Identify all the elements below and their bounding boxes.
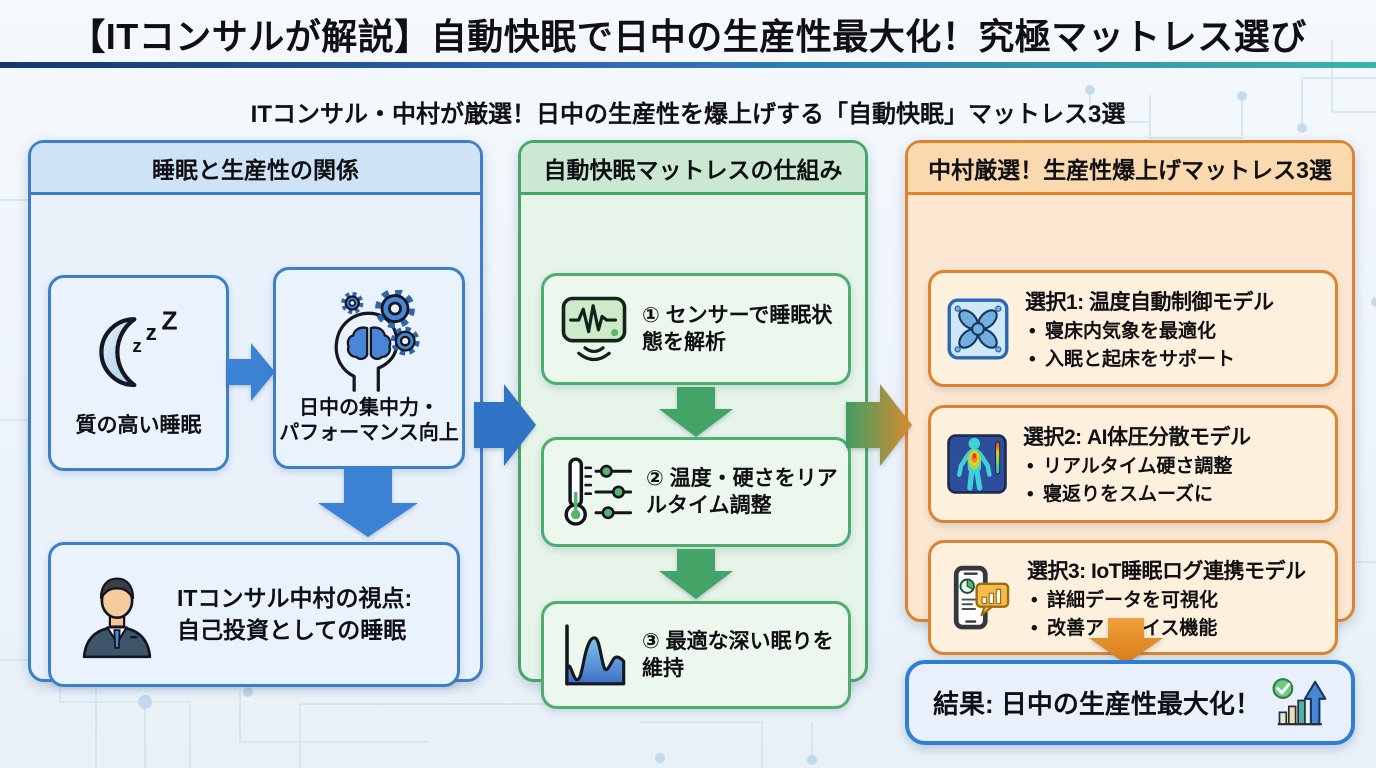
- card-daytime-focus: 日中の集中力・ パフォーマンス向上: [273, 267, 465, 469]
- arrow-left-to-middle: [474, 384, 536, 466]
- step-adjust-label: ② 温度・硬さをリアルタイム調整: [646, 466, 838, 517]
- option-temperature-text: 選択1: 温度自動制御モデル 寝床内気象を最適化 入眠と起床をサポート: [1025, 286, 1274, 372]
- growth-chart-check-icon: [1272, 677, 1327, 725]
- option-pressure-text: 選択2: AI体圧分散モデル リアルタイム硬さ調整 寝返りをスムーズに: [1023, 421, 1251, 507]
- page-title: 【ITコンサルが解説】自動快眠で日中の生産性最大化！究極マットレス選び: [69, 16, 1307, 57]
- result-banner: 結果: 日中の生産性最大化！: [905, 660, 1355, 745]
- panel-sleep-productivity-title: 睡眠と生産性の関係: [31, 143, 480, 195]
- svg-text:z: z: [145, 320, 156, 345]
- option-pressure-bullet: 寝返りをスムーズに: [1023, 483, 1251, 507]
- panel-sleep-productivity-body: z z Z 質の高い睡眠: [31, 195, 480, 687]
- panel-mattress-picks-title: 中村厳選！生産性爆上げマットレス3選: [908, 143, 1352, 195]
- panel-mattress-picks-body: 選択1: 温度自動制御モデル 寝床内気象を最適化 入眠と起床をサポート: [908, 195, 1352, 655]
- option-temperature-bullet: 寝床内気象を最適化: [1025, 320, 1274, 344]
- result-label: 結果: 日中の生産性最大化！: [933, 689, 1261, 719]
- card-consultant-viewpoint: ITコンサル中村の視点: 自己投資としての睡眠: [48, 542, 460, 687]
- arrow-step1-to-step2: [659, 387, 733, 437]
- consultant-viewpoint-label: ITコンサル中村の視点: 自己投資としての睡眠: [177, 585, 413, 643]
- option-temperature-bullet: 入眠と起床をサポート: [1025, 348, 1274, 372]
- brain-gears-icon: [334, 290, 420, 392]
- svg-text:z: z: [132, 335, 141, 356]
- option-pressure-title: 選択2: AI体圧分散モデル: [1023, 426, 1251, 450]
- panel-mattress-mechanism: 自動快眠マットレスの仕組み ① センサーで睡眠状態を解析: [518, 140, 868, 709]
- fan-icon: [947, 298, 1009, 359]
- gear-medium: [390, 326, 420, 356]
- daytime-focus-label: 日中の集中力・ パフォーマンス向上: [279, 397, 459, 444]
- arrow-focus-to-view: [318, 467, 418, 537]
- arrow-middle-to-right: [846, 384, 912, 466]
- panel-mattress-mechanism-body: ① センサーで睡眠状態を解析: [521, 195, 865, 709]
- step-deep-sleep-label: ③ 最適な深い眠りを維持: [642, 629, 834, 680]
- svg-text:Z: Z: [161, 307, 177, 336]
- card-step-deep-sleep: ③ 最適な深い眠りを維持: [541, 601, 851, 709]
- card-step-adjust: ② 温度・硬さをリアルタイム調整: [541, 437, 851, 547]
- gear-small: [341, 291, 364, 315]
- thermostat-sliders-icon: [564, 457, 633, 526]
- option-iot-log-bullet: 詳細データを可視化: [1027, 589, 1306, 613]
- quality-sleep-label: 質の高い睡眠: [75, 414, 202, 437]
- sleep-sensor-icon: [561, 296, 627, 362]
- gear-large: [375, 290, 415, 329]
- option-pressure-bullet: リアルタイム硬さ調整: [1023, 455, 1251, 479]
- option-temperature-title: 選択1: 温度自動制御モデル: [1025, 290, 1274, 314]
- card-step-sensor: ① センサーで睡眠状態を解析: [541, 273, 851, 385]
- phone-sleep-log-icon: [953, 565, 1010, 629]
- panel-mattress-picks: 中村厳選！生産性爆上げマットレス3選: [905, 140, 1355, 655]
- option-iot-log-title: 選択3: IoT睡眠ログ連携モデル: [1027, 559, 1306, 583]
- moon-zzz-icon: z z Z: [98, 307, 177, 388]
- body-heatmap-icon: [947, 434, 1007, 494]
- arrow-sleep-to-focus: [227, 343, 275, 401]
- page-subtitle: ITコンサル・中村が厳選！日中の生産性を爆上げする「自動快眠」マットレス3選: [250, 101, 1126, 128]
- card-option-pressure: 選択2: AI体圧分散モデル リアルタイム硬さ調整 寝返りをスムーズに: [928, 405, 1338, 523]
- arrow-picks-to-result: [1089, 618, 1163, 664]
- panel-sleep-productivity: 睡眠と生産性の関係 z z Z 質の高い睡眠: [28, 140, 483, 687]
- option-iot-log-bullet: 改善アドバイス機能: [1027, 617, 1306, 641]
- deep-sleep-wave-icon: [565, 624, 626, 686]
- panel-mattress-mechanism-title: 自動快眠マットレスの仕組み: [521, 143, 865, 195]
- arrow-step2-to-step3: [659, 549, 733, 599]
- card-option-temperature: 選択1: 温度自動制御モデル 寝床内気象を最適化 入眠と起床をサポート: [928, 270, 1338, 387]
- card-quality-sleep: z z Z 質の高い睡眠: [48, 275, 229, 471]
- consultant-avatar: [82, 576, 152, 658]
- title-divider: [0, 62, 1376, 68]
- step-sensor-label: ① センサーで睡眠状態を解析: [642, 303, 833, 354]
- option-iot-log-text: 選択3: IoT睡眠ログ連携モデル 詳細データを可視化 改善アドバイス機能: [1027, 555, 1306, 641]
